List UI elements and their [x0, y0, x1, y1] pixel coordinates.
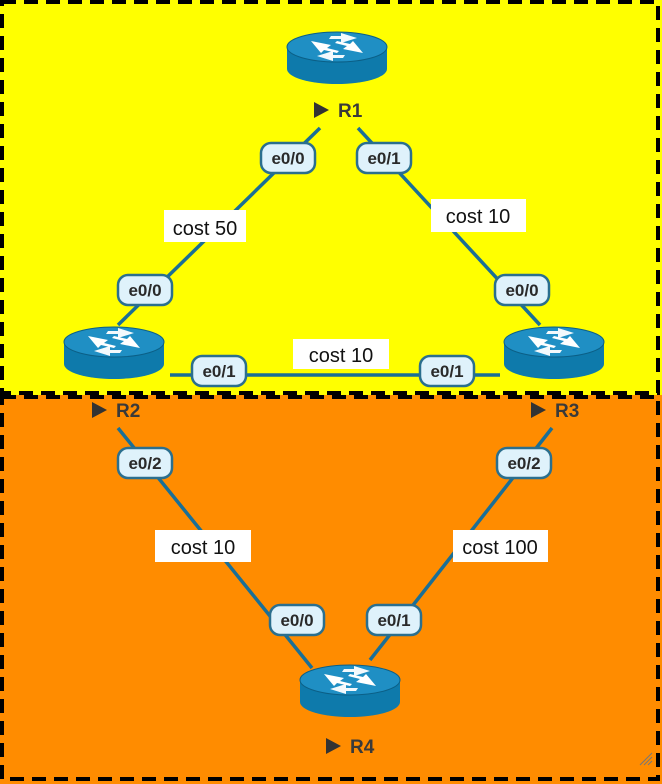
port-text: e0/1: [202, 362, 235, 381]
port-r4-e0-1: e0/1: [365, 603, 423, 637]
router-r2-label-group: R2: [92, 401, 140, 422]
port-text: e0/1: [367, 149, 400, 168]
router-r1-label: R1: [338, 101, 363, 122]
port-r3-e0-2: e0/2: [495, 446, 553, 480]
port-r1-e0-1: e0/1: [355, 141, 413, 175]
port-text: e0/0: [280, 611, 313, 630]
cost-label-r3-r4: cost 100: [453, 530, 548, 562]
area-bottom-border: [0, 395, 660, 781]
port-text: e0/0: [271, 149, 304, 168]
port-r1-e0-0: e0/0: [259, 141, 317, 175]
router-r3-label-group: R3: [531, 401, 579, 422]
port-r4-e0-0: e0/0: [268, 603, 326, 637]
router-r3[interactable]: [503, 326, 605, 380]
cost-text: cost 10: [171, 537, 235, 559]
router-r3-label: R3: [555, 401, 579, 422]
port-r2-e0-2: e0/2: [116, 446, 174, 480]
port-text: e0/0: [505, 281, 538, 300]
port-r3-e0-1: e0/1: [418, 354, 476, 388]
cost-text: cost 100: [462, 537, 538, 559]
cost-label-r2-r3: cost 10: [293, 339, 389, 369]
router-r4-label: R4: [350, 737, 375, 758]
port-text: e0/2: [507, 454, 540, 473]
cost-label-r1-r3: cost 10: [431, 199, 526, 232]
play-triangle-icon: [314, 102, 329, 118]
router-r4[interactable]: [299, 664, 401, 718]
cost-text: cost 10: [309, 345, 373, 367]
router-r4-label-group: R4: [326, 737, 375, 758]
cost-label-r2-r4: cost 10: [155, 530, 251, 562]
port-text: e0/2: [128, 454, 161, 473]
router-r1-label-group: R1: [314, 101, 363, 122]
port-text: e0/0: [128, 281, 161, 300]
play-triangle-icon: [531, 402, 546, 418]
port-text: e0/1: [430, 362, 463, 381]
cost-label-r1-r2: cost 50: [164, 210, 246, 242]
port-text: e0/1: [377, 611, 410, 630]
port-r2-e0-1: e0/1: [190, 354, 248, 388]
cost-text: cost 10: [446, 206, 510, 228]
router-r2[interactable]: [63, 326, 165, 380]
play-triangle-icon: [326, 738, 341, 754]
router-icon: [299, 664, 401, 718]
area-bottom: [0, 395, 662, 784]
router-r1[interactable]: [286, 31, 388, 85]
area-top-border: [0, 0, 660, 395]
router-icon: [63, 326, 165, 380]
cost-text: cost 50: [173, 218, 237, 240]
port-r2-e0-0: e0/0: [116, 273, 174, 307]
resize-grip-icon[interactable]: [639, 752, 653, 766]
port-r3-e0-0: e0/0: [493, 273, 551, 307]
router-icon: [503, 326, 605, 380]
play-triangle-icon: [92, 402, 107, 418]
router-r2-label: R2: [116, 401, 140, 422]
router-icon: [286, 31, 388, 85]
